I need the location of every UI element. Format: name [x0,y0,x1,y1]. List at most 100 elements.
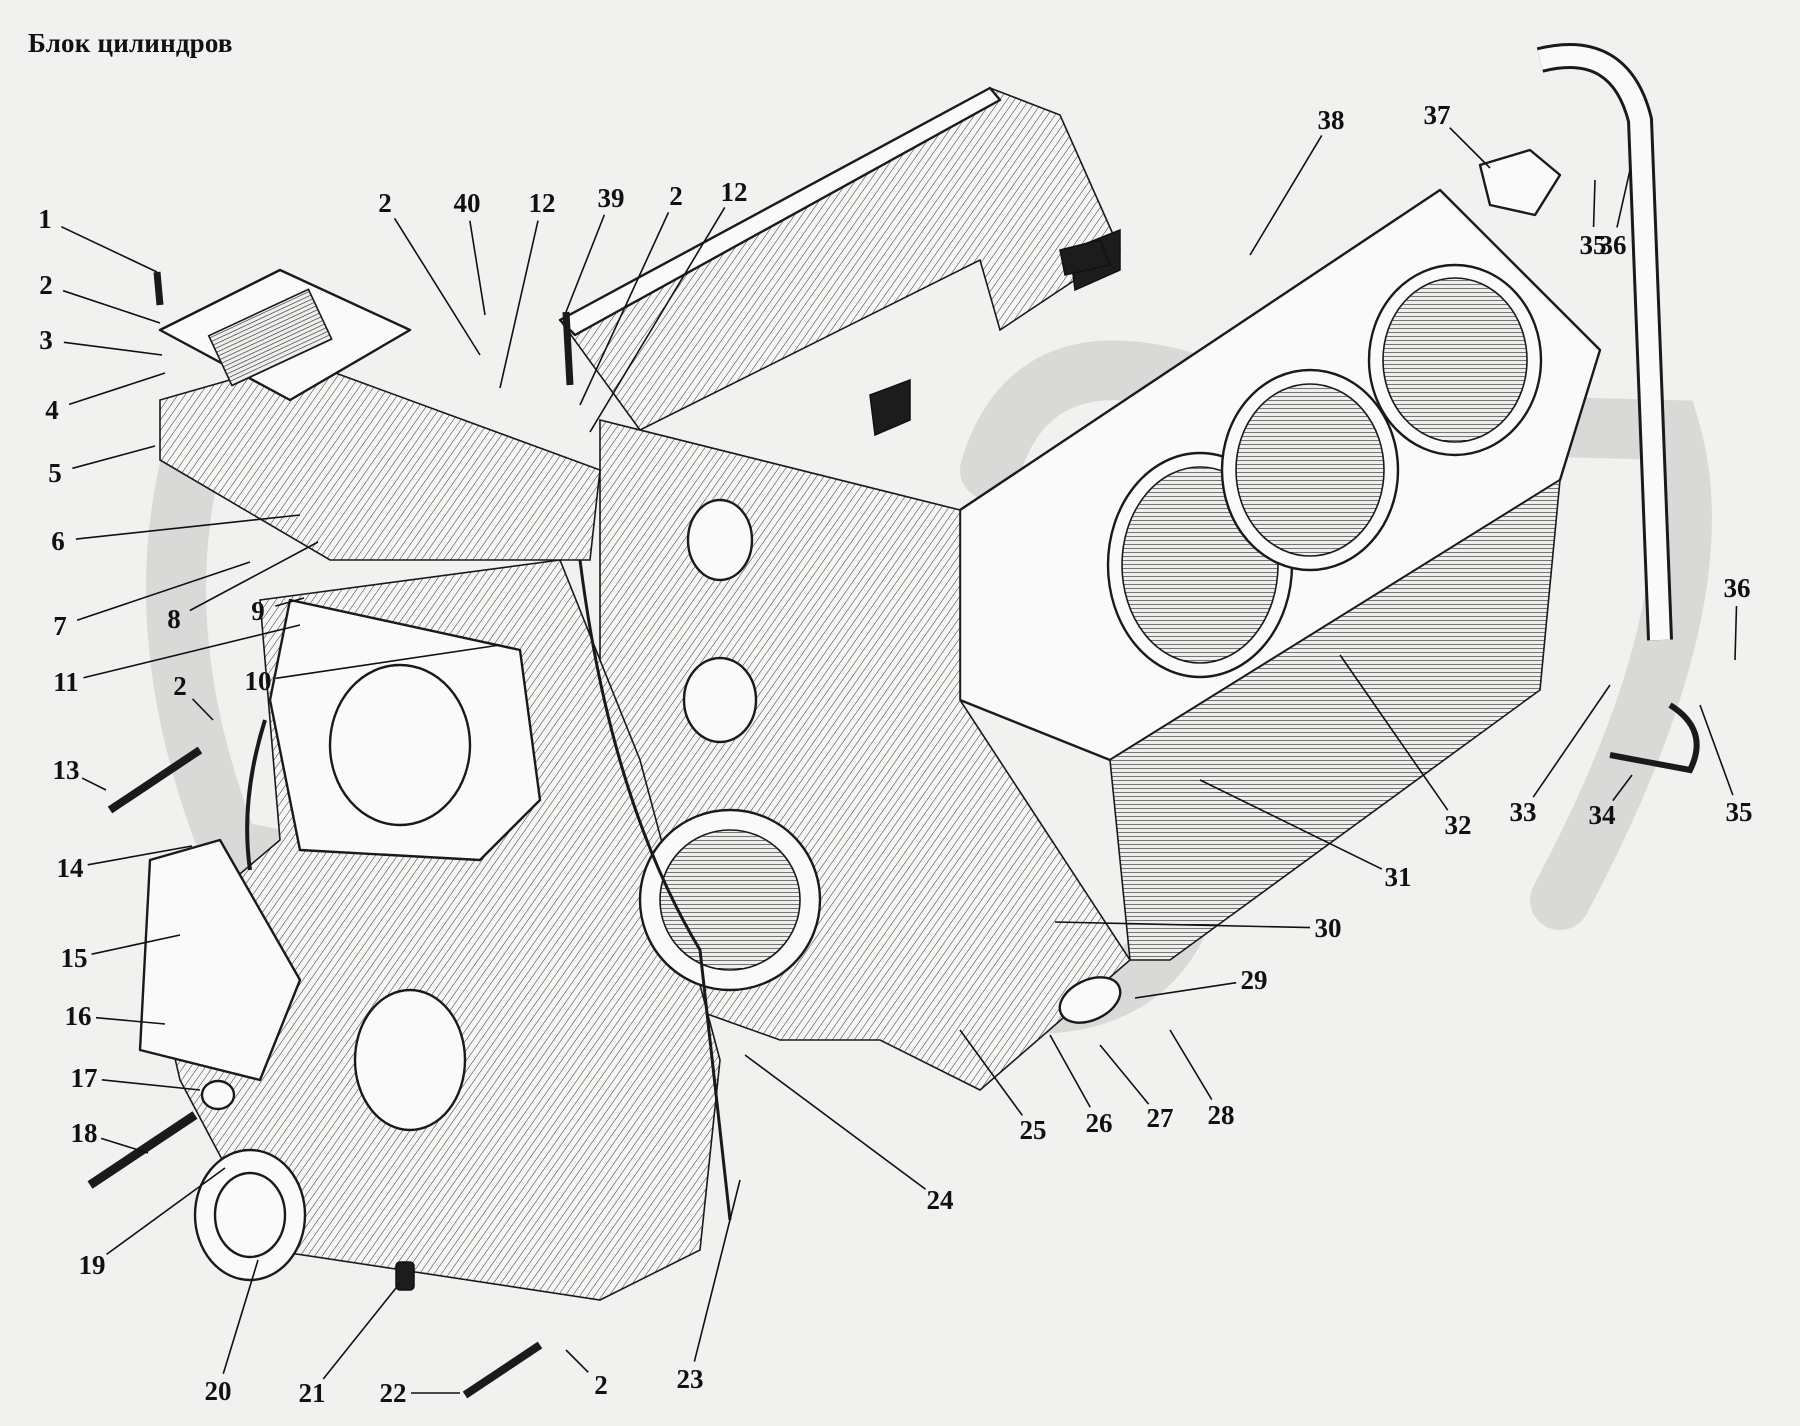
mount-block-2 [869,378,911,437]
callout-leader-line [1449,127,1491,169]
callout-leader-line [499,220,539,389]
breather-housing [159,359,601,561]
callout-number: 31 [1385,862,1412,892]
callout-number: 33 [1510,797,1537,827]
washer-17 [200,1079,236,1111]
seal-20-inner [213,1171,287,1259]
callout-11: 11 [53,624,301,697]
callout-19: 19 [79,1167,226,1280]
callout-leader-line [100,1137,149,1154]
callout-26: 26 [1049,1034,1113,1138]
callout-9: 9 [251,596,305,626]
callout-leader-line [1049,1034,1091,1108]
callout-22: 22 [380,1378,460,1408]
callout-leader-line [68,372,166,406]
callout-leader-line [87,845,193,866]
rear-seal-bore [353,988,467,1132]
callout-leader-line [1532,684,1611,798]
callout-leader-line [275,644,501,680]
callout-number: 16 [65,1001,92,1031]
callout-leader-line [81,777,107,791]
page-title: Блок цилиндров [28,28,233,58]
callout-35: 35 [1580,179,1607,260]
callout-number: 2 [669,181,683,211]
callout-number: 2 [594,1370,608,1400]
callout-2: 2 [579,181,683,406]
callout-number: 6 [51,526,65,556]
callout-leader-line [579,212,670,406]
callout-number: 32 [1445,810,1472,840]
callout-29: 29 [1134,965,1268,999]
callout-number: 11 [53,667,79,697]
callout-12: 12 [589,177,748,433]
callout-leader-line [1616,169,1631,228]
callout-leader-line [106,1167,226,1256]
callout-39: 39 [565,183,625,313]
timing-cover-flange [138,838,302,1082]
callout-number: 25 [1020,1115,1047,1145]
callout-number: 24 [927,1185,954,1215]
callout-number: 5 [48,458,62,488]
callout-35: 35 [1699,704,1753,827]
callout-number: 2 [378,188,392,218]
callout-leader-line [1169,1029,1213,1100]
callout-36: 36 [1600,169,1631,260]
callout-17: 17 [71,1063,201,1093]
callout-15: 15 [61,934,181,973]
callout-number: 20 [205,1376,232,1406]
loose-parts [87,43,1700,1399]
callout-leader-line [693,1179,741,1362]
callout-leader-line [95,1016,166,1025]
callout-2: 2 [173,671,214,721]
callout-leader-line [1249,135,1323,256]
callout-number: 10 [245,666,272,696]
block-top-side [558,87,1122,432]
callout-leader-line [91,934,181,955]
callout-6: 6 [51,514,301,556]
callout-number: 37 [1424,100,1451,130]
callout-34: 34 [1589,774,1633,830]
mount-block-3 [1059,239,1112,276]
wire-10 [245,719,267,871]
callout-number: 2 [173,671,187,701]
callout-10: 10 [245,644,501,696]
callout-16: 16 [65,1001,166,1031]
cylinder-bore-3-inner [1382,277,1528,443]
callout-leader-line [959,1029,1024,1116]
cylinder-block [138,86,1602,1301]
plug-21 [395,1261,415,1291]
callout-leader-line [189,541,319,612]
callout-3: 3 [39,325,163,356]
callout-number: 9 [251,596,265,626]
callout-number: 26 [1086,1108,1113,1138]
callout-13: 13 [53,755,107,791]
callout-leader-line [222,1259,259,1375]
callout-27: 27 [1099,1044,1174,1133]
callout-number: 2 [39,270,53,300]
callout-number: 35 [1726,797,1753,827]
callout-number: 3 [39,325,53,355]
callout-leader-line [1099,1044,1150,1105]
callout-2: 2 [39,270,161,324]
callout-24: 24 [744,1054,954,1215]
cam-opening-2 [682,656,758,744]
clamp-34 [1609,702,1700,774]
bolt-39 [562,311,574,386]
cover-plate-27 [1058,976,1122,1024]
callout-leader-line [1612,774,1633,802]
callout-number: 4 [45,395,59,425]
callout-number: 12 [721,177,748,207]
callout-number: 30 [1315,913,1342,943]
callout-25: 25 [959,1029,1047,1145]
callout-leader-line [589,207,726,433]
callout-number: 8 [167,604,181,634]
cam-opening-1 [686,498,754,582]
callout-7: 7 [53,561,251,641]
callout-36: 36 [1724,573,1751,661]
flange-37 [1478,148,1562,217]
callout-40: 40 [454,188,486,316]
callout-leader-line [101,1079,201,1091]
callout-leader-line [565,214,606,313]
